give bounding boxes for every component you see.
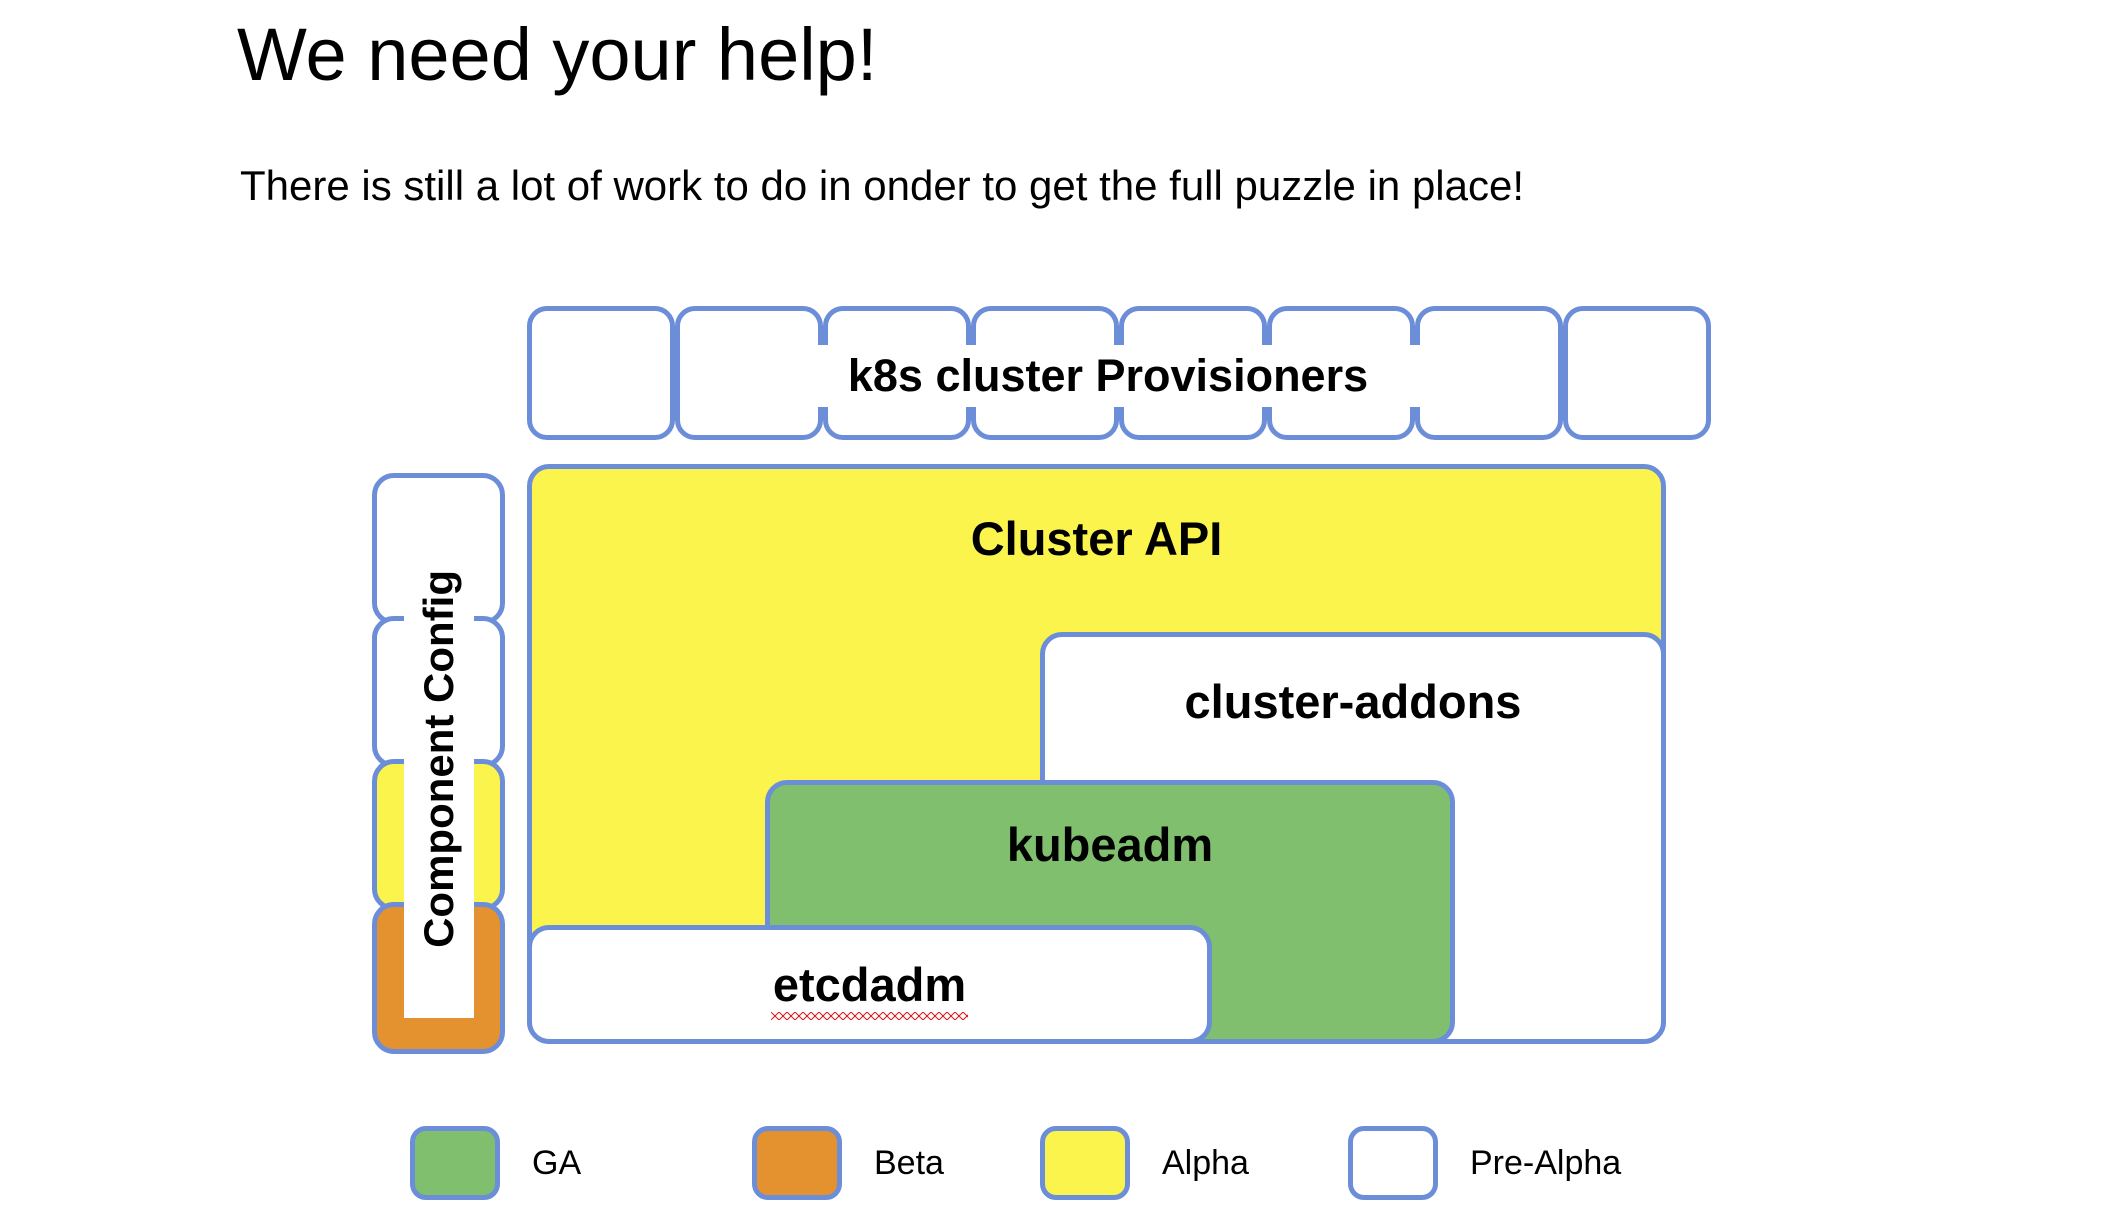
provisioner-cell-1[interactable] <box>527 306 675 440</box>
legend-label-beta: Beta <box>874 1143 944 1182</box>
provisioner-cell-7[interactable] <box>1415 306 1563 440</box>
cluster-api-label: Cluster API <box>970 512 1223 565</box>
etcdadm-label-wrapper: etcdadm <box>532 957 1207 1020</box>
etcdadm-label: etcdadm <box>770 957 969 1020</box>
page-title: We need your help! <box>237 13 878 96</box>
legend-label-pre-alpha: Pre-Alpha <box>1470 1143 1622 1182</box>
component-config-label-plate: Component Config <box>404 500 474 1018</box>
legend-swatch-ga <box>410 1126 500 1200</box>
provisioner-cell-8[interactable] <box>1563 306 1711 440</box>
legend-swatch-beta <box>752 1126 842 1200</box>
page-subtitle: There is still a lot of work to do in on… <box>240 162 1525 209</box>
legend-label-alpha: Alpha <box>1162 1143 1249 1182</box>
legend-label-ga: GA <box>532 1143 582 1182</box>
legend-swatch-alpha <box>1040 1126 1130 1200</box>
k8s-cluster-provisioners-label-plate: k8s cluster Provisioners <box>730 345 1486 407</box>
k8s-cluster-provisioners-label: k8s cluster Provisioners <box>847 350 1369 401</box>
legend-item-pre-alpha: Pre-Alpha <box>1348 1126 1621 1200</box>
component-config-label: Component Config <box>415 570 462 948</box>
kubeadm-label: kubeadm <box>1006 818 1214 871</box>
cluster-addons-label: cluster-addons <box>1184 675 1522 728</box>
legend-item-alpha: Alpha <box>1040 1126 1249 1200</box>
legend-item-beta: Beta <box>752 1126 944 1200</box>
legend-swatch-pre-alpha <box>1348 1126 1438 1200</box>
etcdadm-box[interactable]: etcdadm <box>527 925 1212 1044</box>
legend-item-ga: GA <box>410 1126 581 1200</box>
